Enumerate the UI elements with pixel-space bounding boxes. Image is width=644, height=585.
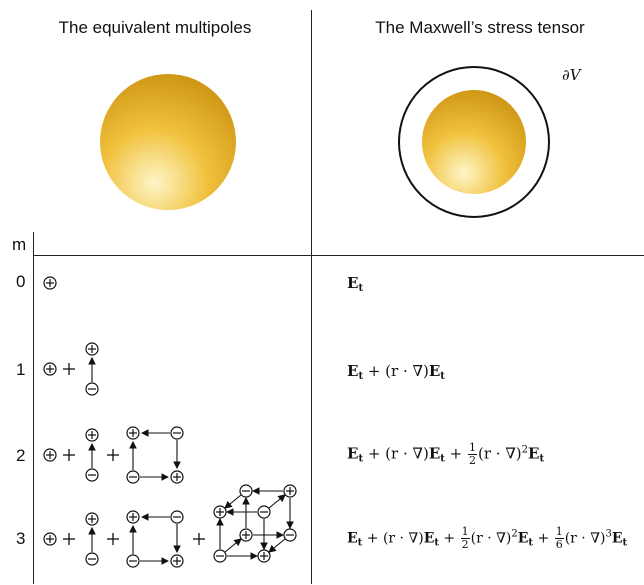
plus-charge-icon — [257, 549, 271, 563]
plus-charge-icon — [43, 362, 57, 376]
m-row-divider — [33, 255, 644, 256]
minus-charge-icon — [213, 549, 227, 563]
quadrupole-diagram — [127, 511, 183, 567]
plus-sign — [62, 362, 76, 376]
plus-charge-icon — [43, 276, 57, 290]
m-column-divider — [33, 232, 34, 584]
row-m-1: 1 — [16, 360, 26, 379]
plus-sign — [62, 532, 76, 546]
plus-sign — [106, 448, 120, 462]
multipole-diagrams — [43, 276, 297, 585]
plus-charge-icon — [283, 484, 297, 498]
surface-label: ∂V — [562, 66, 581, 84]
row-m-2: 2 — [16, 446, 26, 465]
plus-charge-icon — [239, 528, 253, 542]
dipole-diagram — [86, 513, 98, 565]
plus-charge-icon — [213, 505, 227, 519]
plus-charge-icon — [43, 532, 57, 546]
surface-boundary — [398, 66, 550, 218]
quadrupole-diagram — [127, 427, 183, 483]
left-sphere — [100, 74, 236, 210]
minus-charge-icon — [283, 528, 297, 542]
plus-sign — [106, 532, 120, 546]
plus-sign — [62, 448, 76, 462]
formula-m1: Et + (r · ∇)Et — [347, 362, 445, 382]
right-sphere — [422, 90, 526, 194]
minus-charge-icon — [239, 484, 253, 498]
m-column-header: m — [12, 235, 27, 254]
dipole-diagram — [86, 343, 98, 395]
minus-charge-icon — [257, 505, 271, 519]
octupole-diagram — [216, 487, 294, 560]
plus-charge-icon — [43, 448, 57, 462]
sphere-diagrams — [100, 66, 550, 218]
plus-sign — [192, 532, 206, 546]
row-m-0: 0 — [16, 272, 26, 291]
header-maxwell-stress-tensor: The Maxwell’s stress tensor — [375, 18, 585, 37]
center-divider — [311, 10, 312, 584]
row-m-3: 3 — [16, 529, 26, 548]
formula-m0: Et — [347, 274, 364, 294]
header-equivalent-multipoles: The equivalent multipoles — [58, 18, 252, 37]
dipole-diagram — [86, 429, 98, 481]
